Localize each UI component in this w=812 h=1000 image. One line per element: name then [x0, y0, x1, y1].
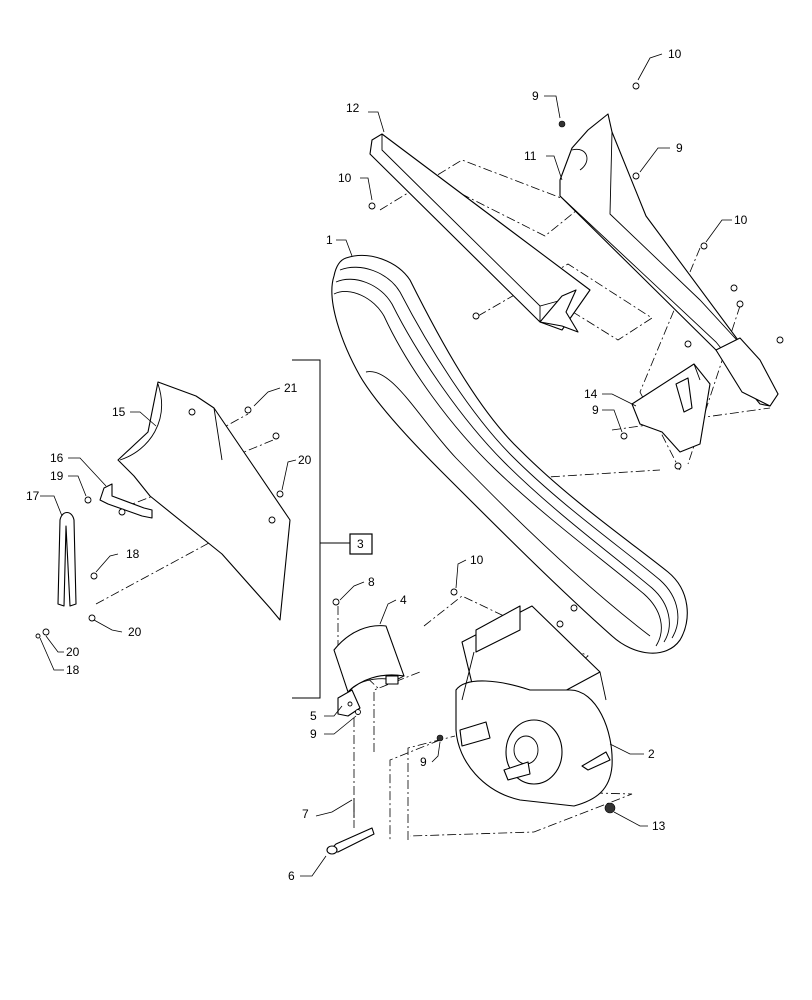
callout-9: 9: [676, 141, 683, 155]
shield-part-11: [559, 113, 779, 407]
callout-20: 20: [128, 625, 142, 639]
belt-part-1: [331, 254, 688, 654]
bracket-part-16: [99, 483, 153, 519]
group-bracket: [292, 359, 350, 699]
guard-part-4: [333, 625, 405, 693]
rod-part-17: [57, 511, 77, 607]
callout-1: 1: [326, 233, 333, 247]
callout-3: 3: [357, 537, 364, 551]
callout-21: 21: [284, 381, 298, 395]
callout-10: 10: [470, 553, 484, 567]
callout-9: 9: [310, 727, 317, 741]
housing-part-2: [455, 605, 613, 807]
callout-13: 13: [652, 819, 666, 833]
leader-lines: [39, 53, 732, 877]
callout-20: 20: [298, 453, 312, 467]
callout-labels: 12 10 9 11 9 10 10 1 14 9 15 21 16 19 20…: [26, 47, 748, 883]
callout-19: 19: [50, 469, 64, 483]
pin-part-6: [326, 827, 375, 855]
callout-20: 20: [66, 645, 80, 659]
callout-4: 4: [400, 593, 407, 607]
callout-18: 18: [66, 663, 80, 677]
callout-9: 9: [592, 403, 599, 417]
callout-7: 7: [302, 807, 309, 821]
callout-10: 10: [668, 47, 682, 61]
callout-14: 14: [584, 387, 598, 401]
callout-6: 6: [288, 869, 295, 883]
callout-17: 17: [26, 489, 40, 503]
callout-8: 8: [368, 575, 375, 589]
shield-part-12: [369, 133, 591, 333]
callout-12: 12: [346, 101, 360, 115]
callout-9: 9: [532, 89, 539, 103]
callout-11: 11: [524, 149, 537, 163]
callout-16: 16: [50, 451, 64, 465]
callout-3-box: [349, 533, 373, 555]
bracket-part-14: [631, 363, 711, 453]
callout-5: 5: [310, 709, 317, 723]
callout-10: 10: [734, 213, 748, 227]
callout-15: 15: [112, 405, 126, 419]
callout-10: 10: [338, 171, 352, 185]
callout-2: 2: [648, 747, 655, 761]
shield-part-15: [117, 381, 291, 621]
callout-18: 18: [126, 547, 140, 561]
callout-9: 9: [420, 755, 427, 769]
fasteners: [35, 82, 784, 814]
